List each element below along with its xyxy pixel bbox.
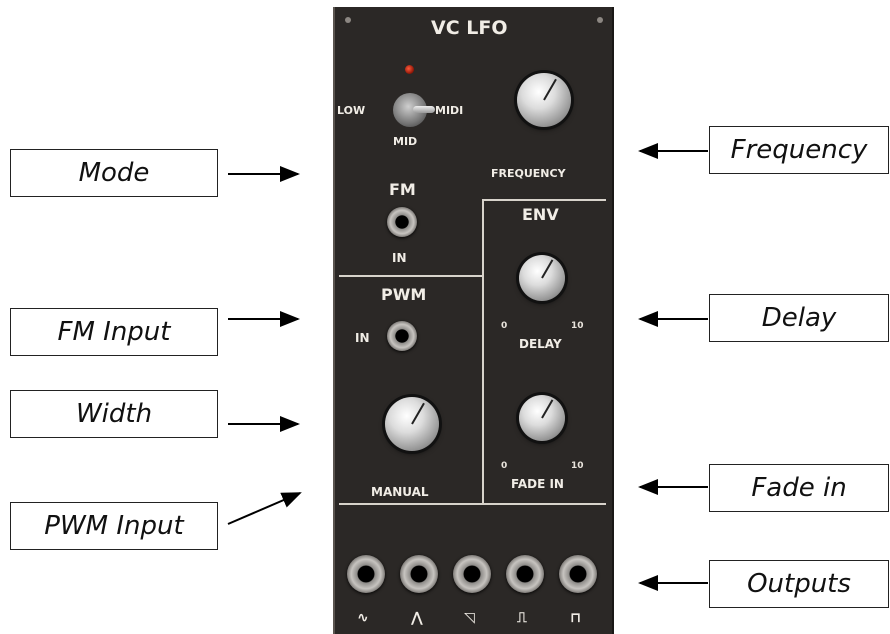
output-jack-triangle[interactable] <box>400 555 438 593</box>
led-icon <box>405 65 414 74</box>
output-jack-sine[interactable] <box>347 555 385 593</box>
fm-input-jack[interactable] <box>387 207 417 237</box>
fade-in-knob[interactable] <box>519 395 565 441</box>
mode-low-label: LOW <box>337 104 365 117</box>
env-panel-label: ENV <box>522 205 559 224</box>
toggle-lever-icon <box>413 106 435 113</box>
outputs-section-top <box>339 503 606 505</box>
env-section-divider <box>482 199 484 503</box>
delay-scale-max: 10 <box>571 321 584 331</box>
output-jack-square[interactable] <box>506 555 544 593</box>
frequency-panel-label: FREQUENCY <box>491 167 566 180</box>
delay-scale-min: 0 <box>501 321 507 331</box>
frequency-knob[interactable] <box>517 73 571 127</box>
env-section-top <box>482 199 606 201</box>
delay-knob[interactable] <box>519 255 565 301</box>
fade-in-scale-min: 0 <box>501 461 507 471</box>
pwm-panel-label: PWM <box>381 285 426 304</box>
pwm-in-label: IN <box>355 331 370 345</box>
pwm-section-top <box>339 275 482 277</box>
vc-lfo-module-panel: VC LFO LOW MIDI MID FREQUENCY FM IN ENV … <box>333 7 614 634</box>
sine-wave-icon: ∿ <box>357 610 369 626</box>
fade-in-panel-label: FADE IN <box>511 477 564 491</box>
fade-in-scale-max: 10 <box>571 461 584 471</box>
fm-in-label: IN <box>392 251 407 265</box>
output-jack-pulse[interactable] <box>559 555 597 593</box>
pulse-wave-icon: ⊓ <box>570 610 581 626</box>
module-title: VC LFO <box>431 17 508 39</box>
fm-panel-label: FM <box>389 180 416 199</box>
width-manual-knob[interactable] <box>385 397 439 451</box>
mode-mid-label: MID <box>393 135 417 148</box>
screw-icon <box>345 17 351 23</box>
output-jack-saw[interactable] <box>453 555 491 593</box>
pwm-input-jack[interactable] <box>387 321 417 351</box>
screw-icon <box>597 17 603 23</box>
triangle-wave-icon: ⋀ <box>411 610 423 626</box>
saw-wave-icon: ◹ <box>464 610 475 626</box>
mode-midi-label: MIDI <box>435 104 463 117</box>
square-wave-icon: ⎍ <box>517 610 527 626</box>
arrow-right-icon <box>228 493 300 524</box>
manual-panel-label: MANUAL <box>371 485 429 499</box>
delay-panel-label: DELAY <box>519 337 562 351</box>
